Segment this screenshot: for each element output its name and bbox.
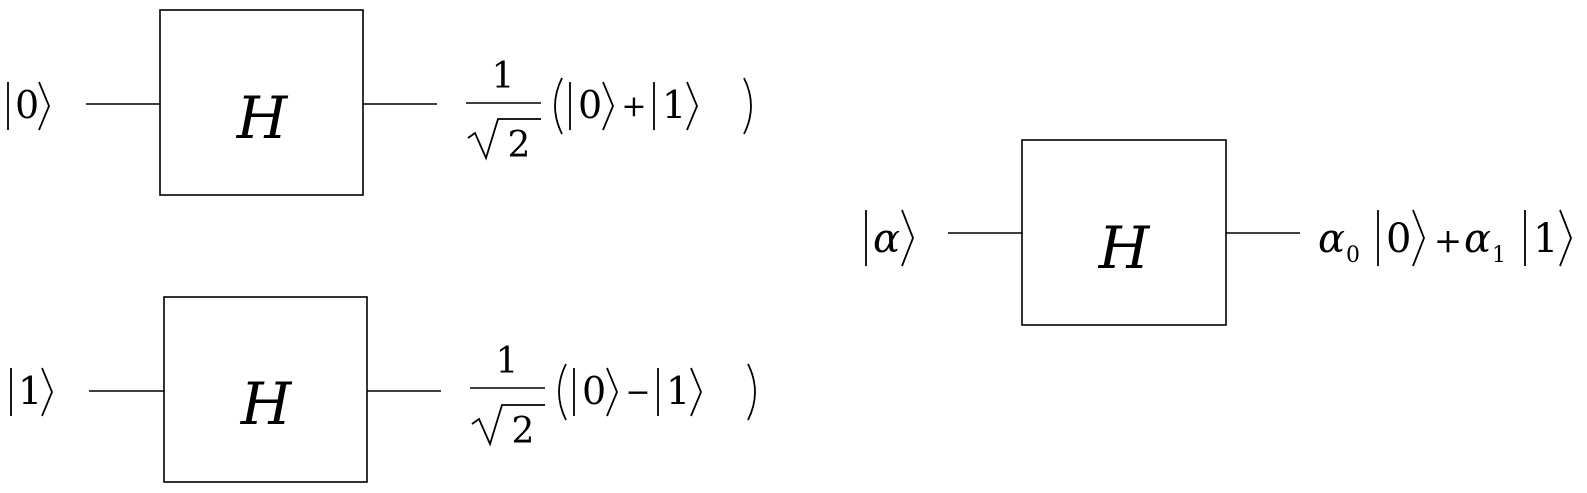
output-state-plus: 1 2 0 + 1 <box>466 56 752 166</box>
hadamard-gate <box>1021 139 1227 326</box>
svg-text:0: 0 <box>578 83 602 127</box>
circuit-hadamard-ket0: 0 H 1 2 0 + 1 <box>7 9 752 196</box>
svg-text:α: α <box>1464 216 1491 262</box>
svg-text:0: 0 <box>582 369 606 413</box>
svg-text:−: − <box>625 375 650 410</box>
hadamard-gate <box>159 9 364 196</box>
svg-text:1: 1 <box>496 341 519 382</box>
svg-text:+: + <box>621 89 646 124</box>
svg-text:1: 1 <box>662 83 686 127</box>
input-ket-1: 1 <box>10 367 53 417</box>
svg-text:0: 0 <box>1386 216 1411 262</box>
svg-text:α: α <box>873 216 900 262</box>
gate-label: H <box>1098 214 1151 282</box>
circuit-hadamard-ket1: 1 H 1 2 0 − 1 <box>10 296 756 483</box>
paren-open-icon <box>554 77 563 135</box>
svg-text:2: 2 <box>512 411 535 452</box>
svg-text:1: 1 <box>666 369 690 413</box>
svg-text:1: 1 <box>1533 216 1558 262</box>
gate-label: H <box>240 370 293 438</box>
sqrt-icon <box>471 404 545 447</box>
paren-close-icon <box>747 363 756 421</box>
output-state-superposition: α 0 0 + α 1 1 <box>1318 209 1572 268</box>
paren-open-icon <box>558 363 567 421</box>
hadamard-gate <box>163 296 368 483</box>
svg-text:1: 1 <box>18 369 42 413</box>
input-ket-0: 0 <box>7 81 50 131</box>
svg-text:0: 0 <box>15 83 39 127</box>
svg-text:1: 1 <box>1492 243 1506 268</box>
svg-text:1: 1 <box>492 56 515 97</box>
circuit-hadamard-alpha: α H α 0 0 + α 1 1 <box>865 139 1572 326</box>
svg-text:0: 0 <box>1346 243 1360 268</box>
svg-text:+: + <box>1434 221 1463 261</box>
svg-text:2: 2 <box>508 125 531 166</box>
sqrt-icon <box>467 118 541 161</box>
gate-label: H <box>236 84 289 152</box>
input-ket-alpha: α <box>865 209 914 267</box>
svg-text:α: α <box>1318 216 1345 262</box>
output-state-minus: 1 2 0 − 1 <box>470 341 756 452</box>
paren-close-icon <box>743 77 752 135</box>
